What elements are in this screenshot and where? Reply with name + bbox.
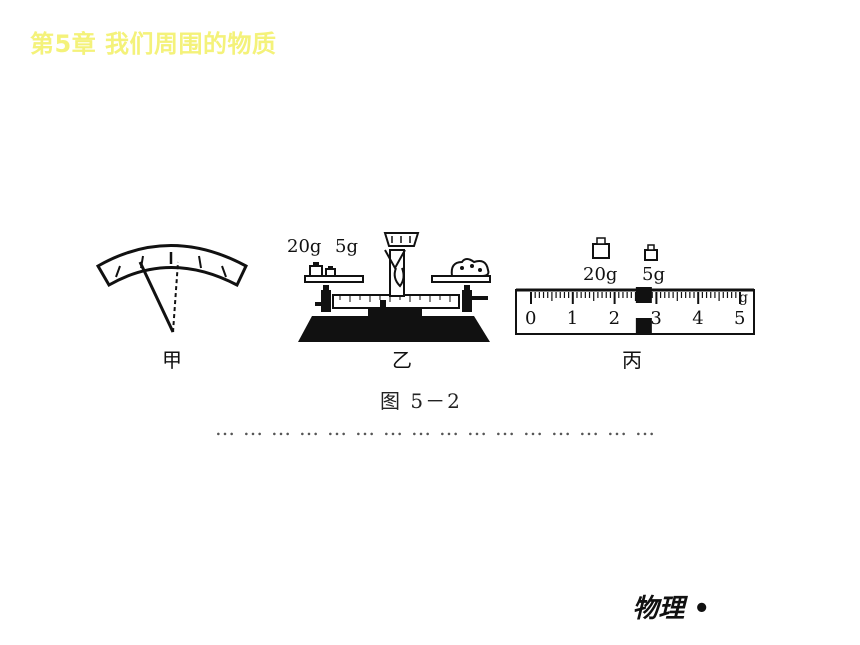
dial-gauge: [95, 244, 248, 333]
panel-label-bing: 丙: [622, 348, 642, 372]
bing-weight-20g: 20g: [583, 264, 618, 285]
ruler-ticks: [530, 292, 741, 304]
ruler-number: 0: [525, 308, 537, 329]
cut-off-text: …………………………………………: [215, 428, 755, 436]
cut-off-text-line: …………………………………………: [215, 428, 755, 436]
balance-scale: [298, 232, 491, 342]
rider-slider-top: [635, 287, 652, 303]
footer-subject: 物理 •: [632, 594, 710, 624]
ruler-number: 2: [608, 308, 621, 329]
yi-weight-20g: 20g: [287, 236, 322, 257]
panel-label-jia: 甲: [162, 348, 182, 372]
ruler-number: 1: [566, 308, 579, 329]
rider-slider-bottom: [635, 318, 652, 334]
ruler-number: 4: [692, 308, 704, 329]
dial-pointer: [138, 261, 175, 333]
yi-weight-5g: 5g: [335, 236, 358, 257]
bing-weight-5g: 5g: [642, 264, 665, 285]
ruler-number: 3: [650, 308, 662, 329]
header-title: 第5章 我们周围的物质: [30, 30, 277, 58]
figure-caption: 图 5－2: [380, 389, 462, 413]
ruler-unit: g: [739, 290, 748, 306]
ruler-number: 5: [734, 308, 746, 329]
rider-ruler: [515, 237, 755, 335]
panel-label-yi: 乙: [392, 348, 412, 372]
dial-center-dashed: [172, 261, 179, 333]
